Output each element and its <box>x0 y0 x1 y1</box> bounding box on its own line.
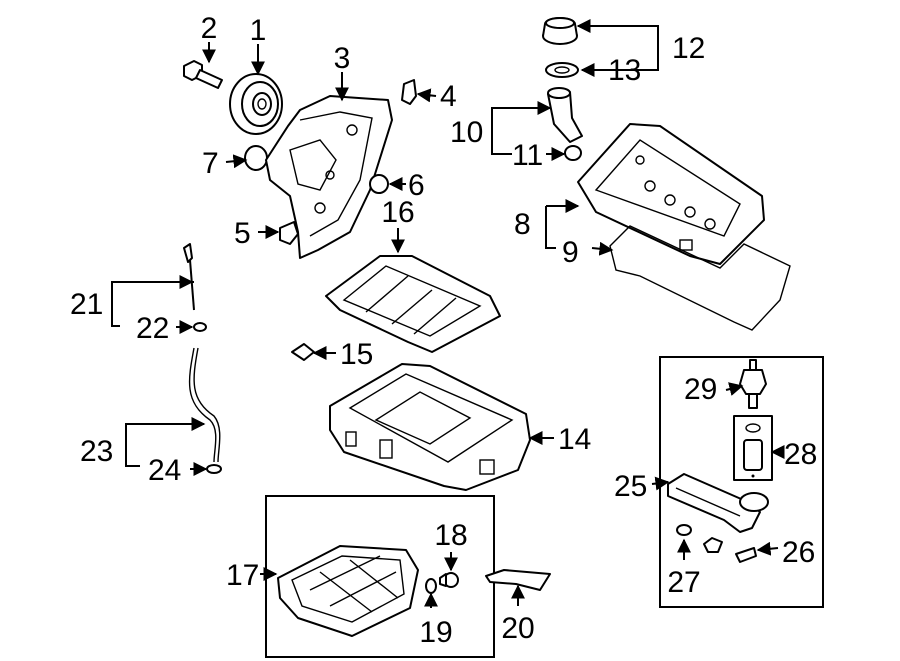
part-16-baffle <box>325 255 501 353</box>
part-4-bracket <box>401 79 417 105</box>
part-12-oil-cap <box>542 17 578 45</box>
label-16: 16 <box>381 196 414 229</box>
part-26-gasket <box>735 547 757 563</box>
label-10: 10 <box>450 116 483 149</box>
part-7-oring <box>244 145 268 171</box>
part-18-drain-plug <box>439 572 459 588</box>
part-9-gasket <box>609 225 791 331</box>
label-13: 13 <box>608 54 641 87</box>
label-2: 2 <box>201 12 218 45</box>
part-20-pickup <box>485 569 551 591</box>
label-26: 26 <box>782 536 815 569</box>
label-27: 27 <box>667 566 700 599</box>
label-5: 5 <box>234 217 251 250</box>
part-27-seal <box>676 524 692 536</box>
label-18: 18 <box>434 519 467 552</box>
part-5-sensor <box>279 221 299 245</box>
label-4: 4 <box>440 80 457 113</box>
part-17-lower-pan <box>277 545 419 637</box>
part-28-filter-element <box>733 415 773 481</box>
label-23: 23 <box>80 435 113 468</box>
part-25-filter-housing <box>667 473 769 533</box>
label-14: 14 <box>558 423 591 456</box>
label-7: 7 <box>202 147 219 180</box>
part-22-oring <box>193 322 207 332</box>
part-10-filler-neck <box>547 87 583 143</box>
leader-lines <box>111 19 785 608</box>
label-17: 17 <box>226 559 259 592</box>
label-11: 11 <box>512 139 543 172</box>
part-23-tube <box>188 347 221 463</box>
part-19-washer <box>425 578 437 594</box>
label-12: 12 <box>672 32 705 65</box>
part-15-plug <box>291 343 315 361</box>
part-11-ring <box>564 145 582 161</box>
label-8: 8 <box>514 208 531 241</box>
part-6-seal <box>369 174 389 194</box>
part-21-dipstick <box>183 243 195 311</box>
label-3: 3 <box>334 42 351 75</box>
label-29: 29 <box>684 373 717 406</box>
part-27b-fitting <box>703 537 723 553</box>
part-14-oil-pan <box>329 363 531 491</box>
part-24-oring <box>206 464 222 474</box>
part-8-valve-cover <box>577 123 765 265</box>
label-21: 21 <box>70 288 103 321</box>
part-2-bolt <box>183 60 223 89</box>
part-29-sensor <box>739 359 767 409</box>
label-6: 6 <box>408 169 425 202</box>
label-15: 15 <box>340 338 373 371</box>
label-24: 24 <box>148 454 181 487</box>
part-13-cap-seal <box>545 62 579 78</box>
label-20: 20 <box>501 612 534 645</box>
label-1: 1 <box>250 14 267 47</box>
label-22: 22 <box>136 312 169 345</box>
part-3-timing-cover <box>265 95 393 259</box>
label-28: 28 <box>784 438 817 471</box>
part-1-pulley <box>229 73 283 135</box>
label-25: 25 <box>614 470 647 503</box>
label-19: 19 <box>419 616 452 649</box>
label-9: 9 <box>562 236 579 269</box>
